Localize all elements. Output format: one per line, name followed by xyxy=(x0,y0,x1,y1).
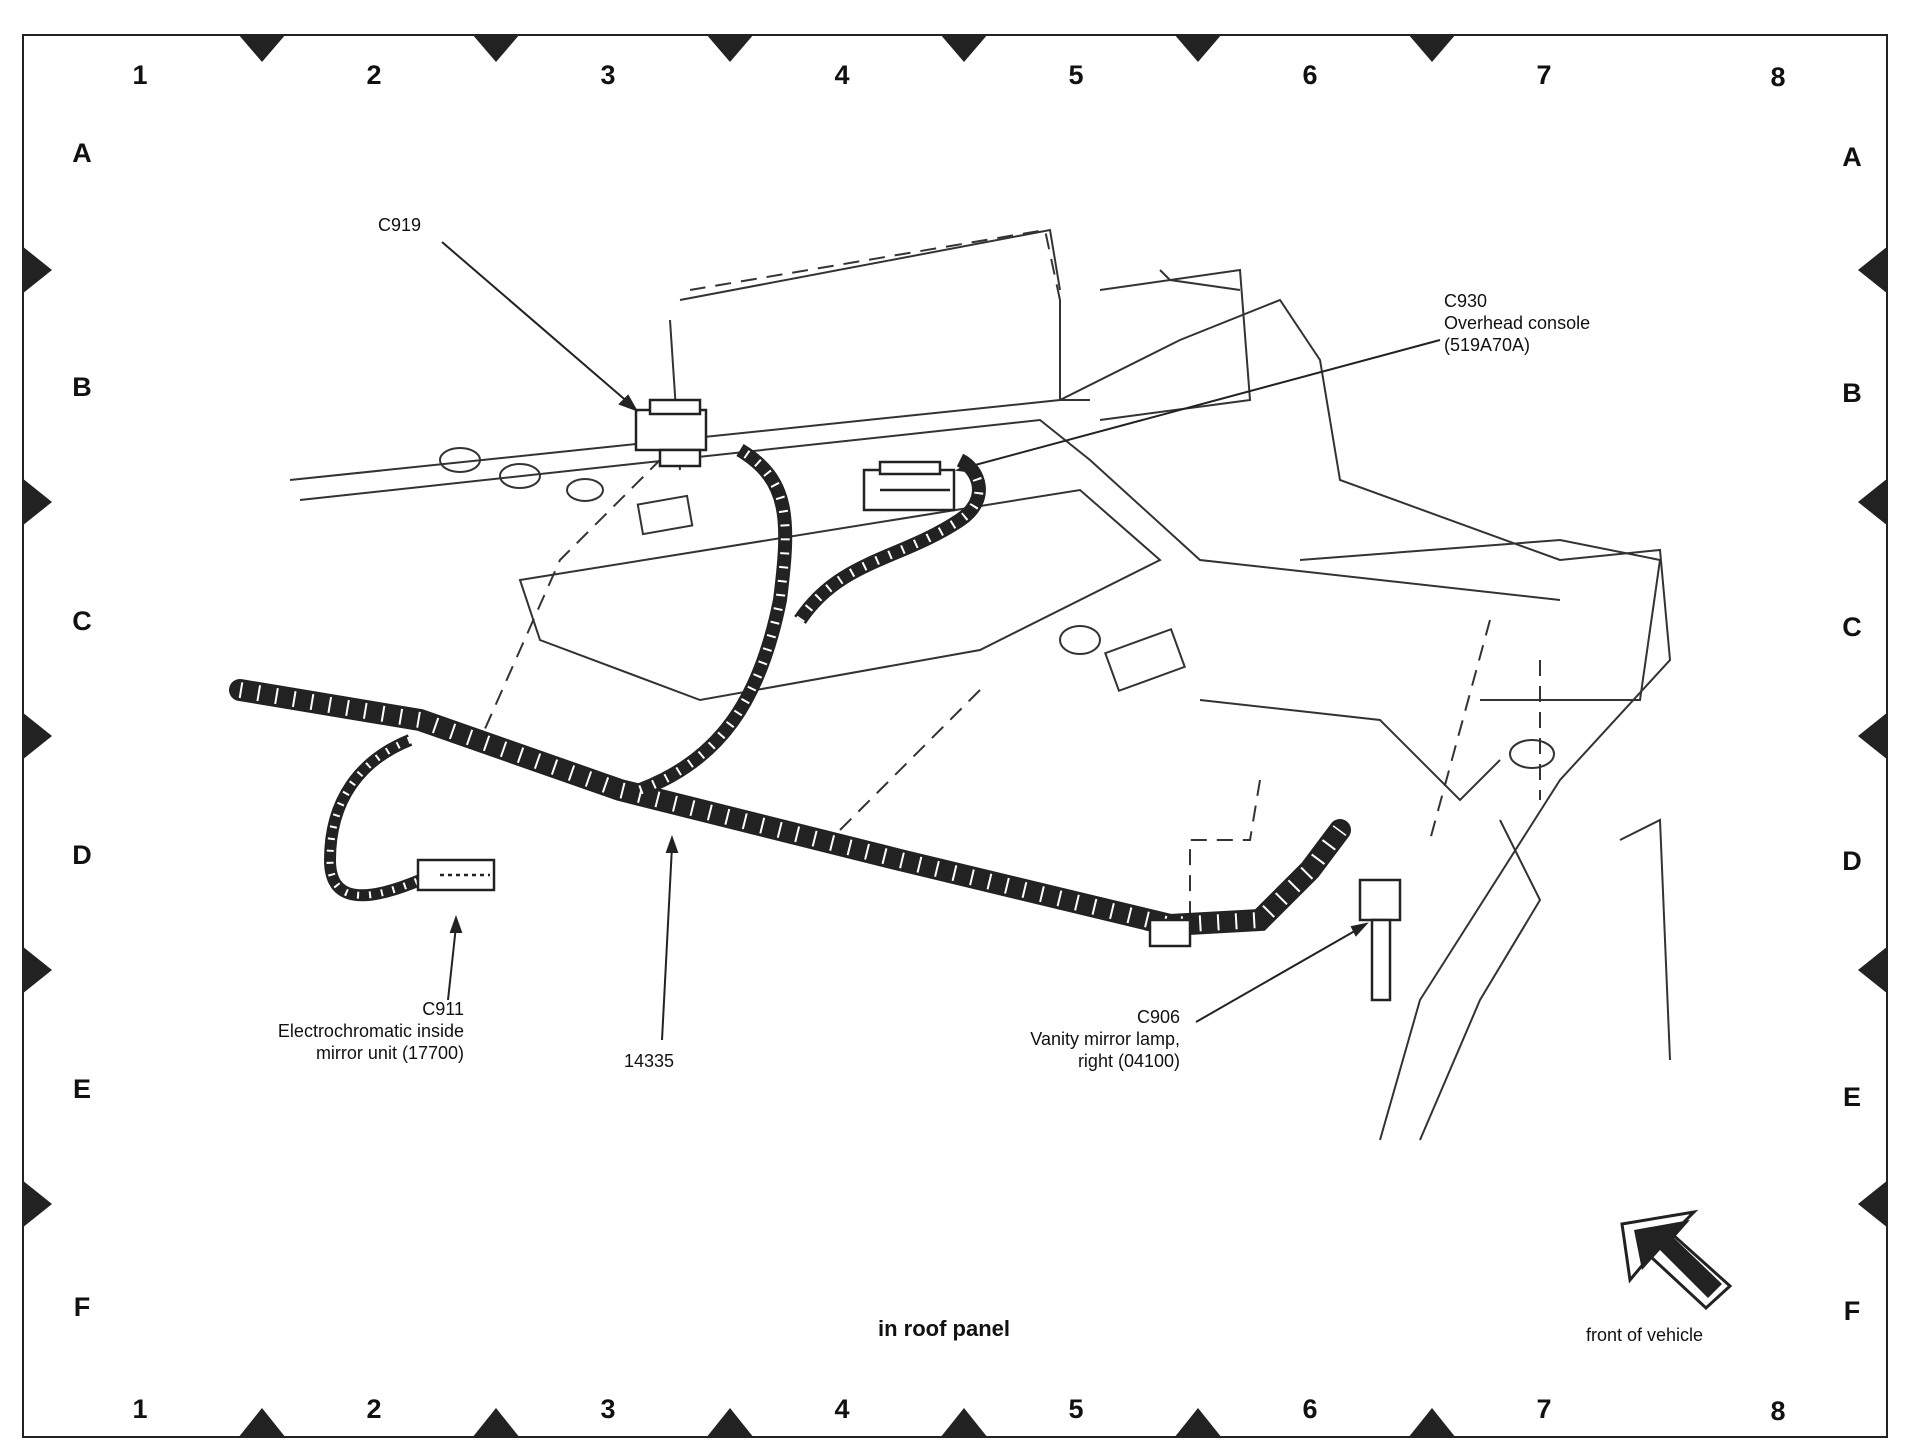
grid-row-a-right: A xyxy=(1842,142,1862,172)
grid-col-1-top: 1 xyxy=(132,60,148,90)
dashed-guides xyxy=(479,228,1541,930)
grid-col-2-top: 2 xyxy=(366,60,382,90)
callout-c911: C911 Electrochromatic inside mirror unit… xyxy=(277,999,464,1063)
orientation-label: front of vehicle xyxy=(1586,1325,1704,1345)
grid-row-e-right: E xyxy=(1842,1082,1861,1112)
callout-c906: C906 Vanity mirror lamp, right (04100) xyxy=(1030,1007,1180,1071)
grid-col-7-bottom: 7 xyxy=(1536,1394,1552,1424)
grid-row-e-left: E xyxy=(72,1074,91,1104)
grid-row-d-right: D xyxy=(1842,846,1862,876)
grid-col-8-top: 8 xyxy=(1770,62,1786,92)
connectors xyxy=(416,398,1402,1002)
grid-col-7-top: 7 xyxy=(1536,60,1552,90)
border-markers xyxy=(22,34,1888,1438)
grid-col-4-bottom: 4 xyxy=(834,1394,850,1424)
grid-row-c-left: C xyxy=(72,606,92,636)
callout-leaders xyxy=(441,241,1441,1041)
connector-c930 xyxy=(862,460,956,512)
grid-row-b-right: B xyxy=(1842,378,1862,408)
grid-col-6-top: 6 xyxy=(1302,60,1318,90)
connector-c911 xyxy=(416,858,496,892)
grid-col-4-top: 4 xyxy=(834,60,850,90)
roof-panel-outline xyxy=(289,228,1672,1141)
grid-row-f-right: F xyxy=(1843,1296,1861,1326)
callout-c919: C919 xyxy=(378,215,422,235)
grid-col-1-bottom: 1 xyxy=(132,1394,148,1424)
grid-row-c-right: C xyxy=(1842,612,1862,642)
grid-col-2-bottom: 2 xyxy=(366,1394,382,1424)
callout-14335: 14335 xyxy=(624,1051,675,1071)
grid-col-3-top: 3 xyxy=(600,60,616,90)
grid-row-f-left: F xyxy=(73,1292,91,1322)
grid-row-d-left: D xyxy=(72,840,92,870)
harness-14335 xyxy=(229,443,1351,937)
connector-c919 xyxy=(634,398,708,468)
grid-row-b-left: B xyxy=(72,372,92,402)
front-of-vehicle-arrow xyxy=(1620,1209,1733,1311)
grid-col-6-bottom: 6 xyxy=(1302,1394,1318,1424)
harness-clip xyxy=(1148,918,1192,948)
grid-col-3-bottom: 3 xyxy=(600,1394,616,1424)
grid-col-5-top: 5 xyxy=(1068,60,1084,90)
grid-row-a-left: A xyxy=(72,138,92,168)
connector-c906 xyxy=(1358,878,1402,1002)
callout-c930: C930 Overhead console (519A70A) xyxy=(1444,291,1591,355)
grid-col-5-bottom: 5 xyxy=(1068,1394,1084,1424)
diagram-caption: in roof panel xyxy=(878,1316,1010,1341)
grid-col-8-bottom: 8 xyxy=(1770,1396,1786,1426)
